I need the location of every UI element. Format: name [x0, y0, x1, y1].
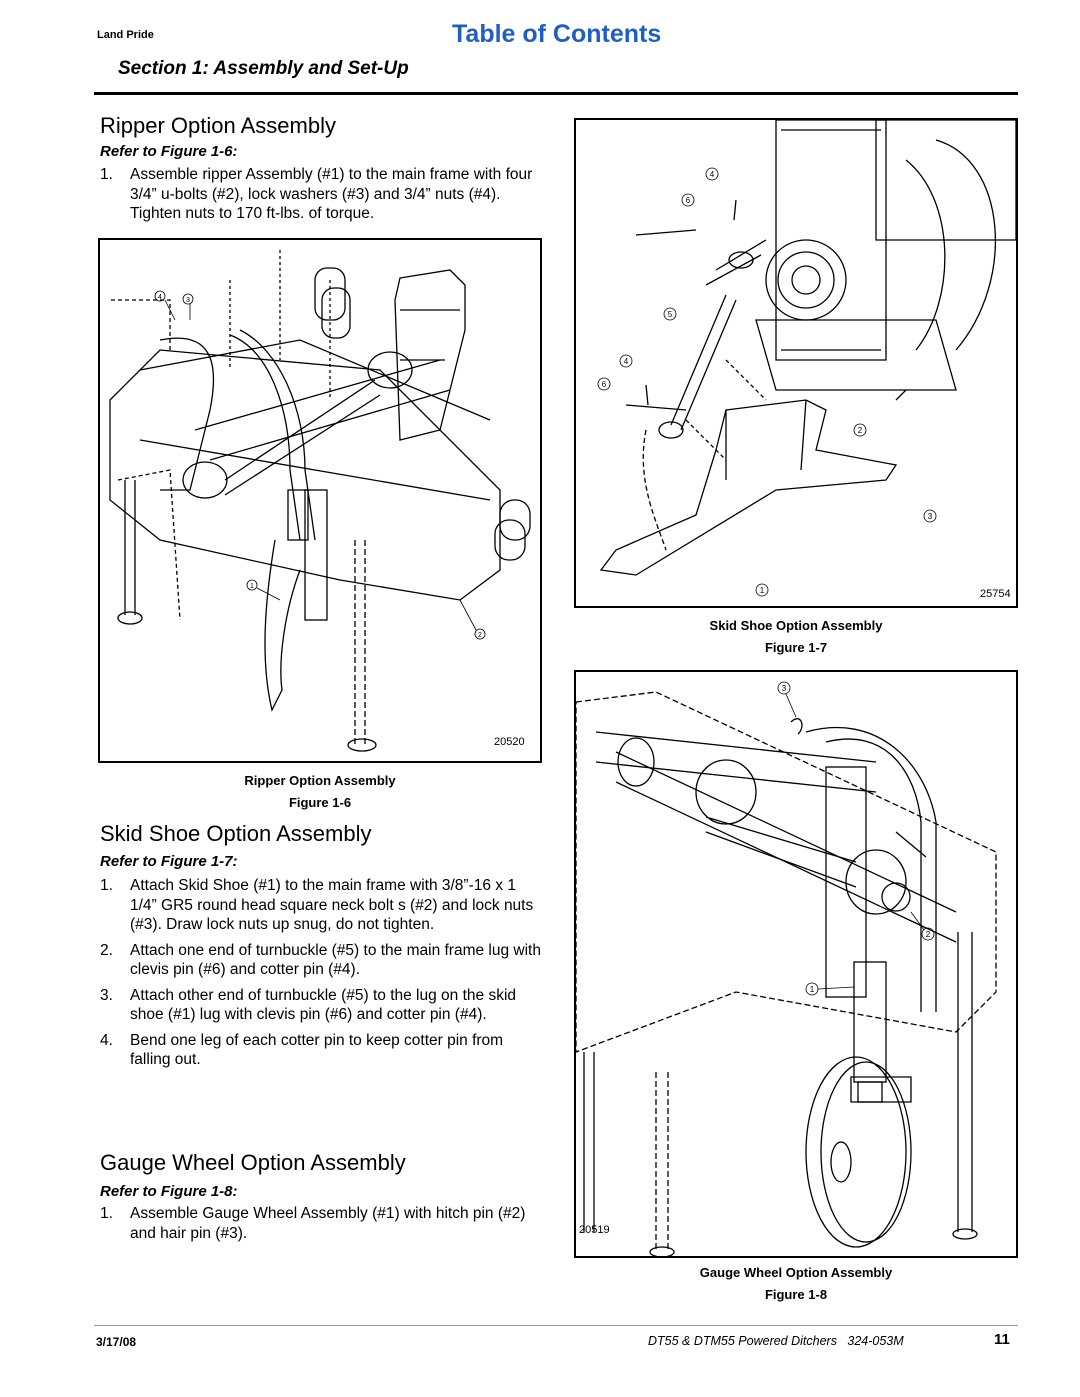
skid-refer: Refer to Figure 1-7: [100, 853, 238, 870]
skid-figure: 4 6 5 4 6 2 3 1 25754 [574, 118, 1018, 608]
step-number: 1. [100, 166, 113, 183]
callout-1: 1 [760, 586, 765, 595]
callout-3: 3 [186, 297, 190, 304]
list-item: 1. Assemble Gauge Wheel Assembly (#1) wit… [100, 1204, 540, 1243]
step-text: Assemble ripper Assembly (#1) to the mai… [130, 166, 533, 222]
ripper-heading: Ripper Option Assembly [100, 113, 336, 138]
ripper-figure: 4 3 1 2 20520 [98, 238, 542, 763]
step-number: 2. [100, 941, 113, 959]
gauge-drawing: 3 2 1 [576, 681, 997, 1256]
footer-date: 3/17/08 [96, 1335, 137, 1349]
gauge-refer: Refer to Figure 1-8: [100, 1183, 238, 1200]
footer-divider [94, 1325, 1018, 1326]
caption-label: Figure 1-8 [764, 1287, 828, 1302]
figure-number: 25754 [980, 588, 1011, 600]
callout-3: 3 [782, 684, 787, 693]
caption-title: Ripper Option Assembly [244, 773, 396, 788]
callout-1: 1 [250, 583, 254, 590]
list-item: 3. Attach other end of turnbuckle (#5) to… [100, 986, 542, 1025]
caption-label: Figure 1-7 [764, 640, 828, 655]
callout-5: 5 [668, 310, 673, 319]
gauge-figure-caption: Gauge Wheel Option Assembly Figure 1-8 [574, 1262, 1018, 1306]
section-title: Section 1: Assembly and Set-Up [118, 58, 409, 79]
caption-label: Figure 1-6 [288, 795, 352, 810]
ripper-drawing: 4 3 1 2 [109, 250, 531, 752]
step-number: 4. [100, 1031, 113, 1049]
callout-4: 4 [158, 294, 162, 301]
step-text: Attach Skid Shoe (#1) to the main frame … [130, 877, 534, 933]
callout-3: 3 [928, 512, 933, 521]
figure-number: 20520 [494, 736, 525, 748]
gauge-figure: 3 2 1 20519 [574, 670, 1018, 1258]
skid-drawing: 4 6 5 4 6 2 3 1 [597, 120, 1016, 597]
step-number: 1. [100, 877, 113, 894]
skid-figure-caption: Skid Shoe Option Assembly Figure 1-7 [574, 615, 1018, 659]
figure-number: 20519 [579, 1224, 610, 1236]
list-item: 1. Attach Skid Shoe (#1) to the main fram… [100, 876, 542, 935]
gauge-heading: Gauge Wheel Option Assembly [100, 1150, 406, 1175]
callout-2: 2 [858, 426, 863, 435]
gauge-steps: 1. Assemble Gauge Wheel Assembly (#1) wit… [100, 1204, 540, 1249]
callout-6b: 6 [602, 380, 607, 389]
brand-name: Land Pride [97, 29, 154, 41]
ripper-figure-caption: Ripper Option Assembly Figure 1-6 [98, 770, 542, 814]
header-divider [94, 92, 1018, 95]
callout-2: 2 [478, 632, 482, 639]
list-item: 1. Assemble ripper Assembly (#1) to the m… [100, 165, 540, 224]
step-text: Attach one end of turnbuckle (#5) to the… [130, 941, 541, 979]
skid-steps: 1. Attach Skid Shoe (#1) to the main fram… [100, 876, 542, 1076]
step-number: 1. [100, 1205, 113, 1222]
skid-heading: Skid Shoe Option Assembly [100, 821, 372, 846]
ripper-steps: 1. Assemble ripper Assembly (#1) to the m… [100, 165, 540, 230]
ripper-refer: Refer to Figure 1-6: [100, 143, 238, 160]
callout-2: 2 [926, 930, 931, 939]
step-number: 3. [100, 986, 113, 1004]
caption-title: Skid Shoe Option Assembly [709, 618, 883, 633]
step-text: Bend one leg of each cotter pin to keep … [130, 1031, 504, 1069]
table-of-contents-link[interactable]: Table of Contents [452, 20, 662, 48]
list-item: 4. Bend one leg of each cotter pin to kee… [100, 1031, 542, 1070]
step-text: Assemble Gauge Wheel Assembly (#1) with … [130, 1205, 526, 1242]
callout-6: 6 [686, 196, 691, 205]
callout-4b: 4 [624, 357, 629, 366]
callout-1: 1 [810, 985, 815, 994]
list-item: 2. Attach one end of turnbuckle (#5) to t… [100, 941, 542, 980]
caption-title: Gauge Wheel Option Assembly [699, 1265, 893, 1280]
footer-document: DT55 & DTM55 Powered Ditchers 324-053M [648, 1334, 904, 1348]
step-text: Attach other end of turnbuckle (#5) to t… [130, 986, 517, 1024]
page-number: 11 [994, 1331, 1010, 1348]
callout-4: 4 [710, 170, 715, 179]
